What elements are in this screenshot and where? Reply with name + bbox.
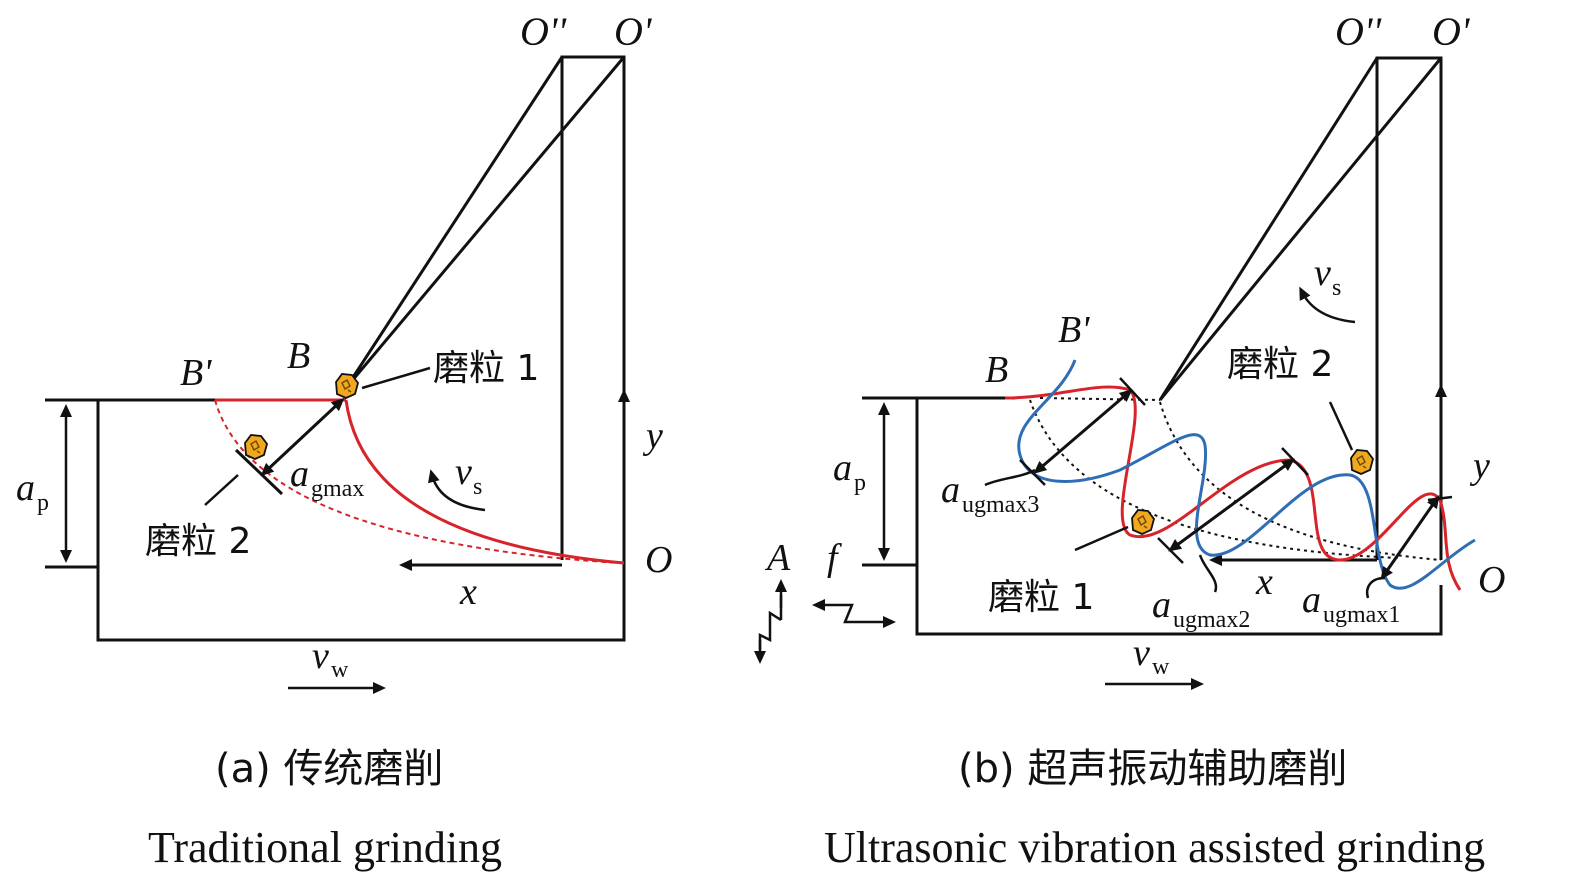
label-x-b: x <box>1255 561 1273 603</box>
caption-cn-b: (b) 超声振动辅助磨削 <box>958 746 1347 792</box>
label-augmax1-b: a <box>1302 579 1321 621</box>
augmax2-leader-b <box>1198 554 1218 593</box>
augmax1-leader-b <box>1366 576 1386 599</box>
label-vw-a: v <box>312 635 329 677</box>
label-b-a: B <box>287 335 310 377</box>
label-vw-sub-b: w <box>1152 654 1170 680</box>
label-o-a: O <box>645 539 672 581</box>
panel-b: O'' O' B' B 磨粒 1 磨粒 2 y x O a p A f a ug… <box>754 9 1505 690</box>
grain2-leader-b <box>1328 401 1354 451</box>
label-augmax2-b: a <box>1152 584 1171 626</box>
label-amplitude-b: A <box>764 537 791 579</box>
vertical-vibration-icon-b <box>758 595 783 650</box>
label-vw-b: v <box>1133 632 1150 674</box>
label-ap-a: a <box>16 467 35 509</box>
label-vw-sub-a: w <box>331 657 349 683</box>
label-augmax3-sub-b: ugmax3 <box>962 492 1039 518</box>
augmax2-tick-b <box>1281 447 1309 476</box>
grain2-icon-a <box>244 434 268 460</box>
label-ap-b: a <box>833 447 852 489</box>
augmax1-tick-b <box>1427 495 1453 502</box>
caption-cn-a: (a) 传统磨削 <box>215 746 443 792</box>
label-o-double-prime-a: O'' <box>520 9 567 54</box>
label-b-prime-a: B' <box>180 352 212 394</box>
previous-cut-path-a <box>214 399 621 564</box>
grain1-leader-b <box>1074 525 1129 552</box>
agmax-arrow-a <box>260 397 345 477</box>
wheel-triangle-b <box>1158 56 1443 560</box>
augmax2-tick2-b <box>1157 537 1184 564</box>
label-grain1-b: 磨粒 1 <box>988 577 1094 618</box>
label-y-a: y <box>642 415 663 457</box>
label-agmax-sub-a: gmax <box>311 476 364 502</box>
label-o-prime-a: O' <box>614 9 653 54</box>
vs-arrow-b <box>1299 286 1356 324</box>
label-vs-b: v <box>1314 252 1331 294</box>
augmax2-arrow-b <box>1168 458 1295 552</box>
label-vs-sub-b: s <box>1332 275 1341 301</box>
grain1-leader-a <box>361 366 431 390</box>
label-agmax-a: a <box>290 453 309 495</box>
caption-en-a: Traditional grinding <box>148 823 502 872</box>
label-b-b: B <box>985 349 1008 391</box>
horizontal-vibration-icon-b <box>835 603 872 624</box>
wheel-triangle-a <box>344 55 626 565</box>
panel-a: O'' O' B' B 磨粒 1 磨粒 2 y x O a p a gmax v… <box>16 9 672 694</box>
cut-path-a <box>344 399 625 565</box>
augmax3-tick-b <box>1119 377 1146 406</box>
label-frequency-b: f <box>827 537 842 579</box>
grain1-icon-a <box>335 373 359 399</box>
workpiece-a <box>96 400 626 642</box>
label-grain2-a: 磨粒 2 <box>145 521 251 562</box>
label-o-b: O <box>1478 559 1505 601</box>
grain2-icon-b <box>1350 449 1374 475</box>
label-augmax1-sub-b: ugmax1 <box>1323 602 1400 628</box>
workpiece-top-dotted-b <box>1039 397 1161 401</box>
agmax-tick-a <box>234 448 284 496</box>
workpiece-b <box>915 398 1443 636</box>
label-y-b: y <box>1469 445 1490 487</box>
label-augmax2-sub-b: ugmax2 <box>1173 607 1250 633</box>
label-grain2-b: 磨粒 2 <box>1227 344 1333 385</box>
label-ap-sub-a: p <box>37 490 49 516</box>
caption-en-b: Ultrasonic vibration assisted grinding <box>824 823 1485 872</box>
label-o-prime-b: O' <box>1432 9 1471 54</box>
label-x-a: x <box>459 571 477 613</box>
label-vs-a: v <box>455 451 472 493</box>
label-o-double-prime-b: O'' <box>1335 9 1382 54</box>
grain2-leader-a <box>204 474 239 506</box>
label-b-prime-b: B' <box>1058 309 1090 351</box>
augmax3-arrow-b <box>1033 389 1133 474</box>
vs-arrow-a <box>428 469 486 512</box>
augmax3-leader-b <box>984 468 1036 487</box>
label-grain1-a: 磨粒 1 <box>433 348 539 389</box>
augmax1-arrow-b <box>1380 495 1440 580</box>
label-vs-sub-a: s <box>473 474 482 500</box>
label-ap-sub-b: p <box>854 470 866 496</box>
label-augmax3-b: a <box>941 469 960 511</box>
dotted-arc-1-b <box>1159 401 1442 561</box>
grain1-icon-b <box>1131 509 1155 535</box>
